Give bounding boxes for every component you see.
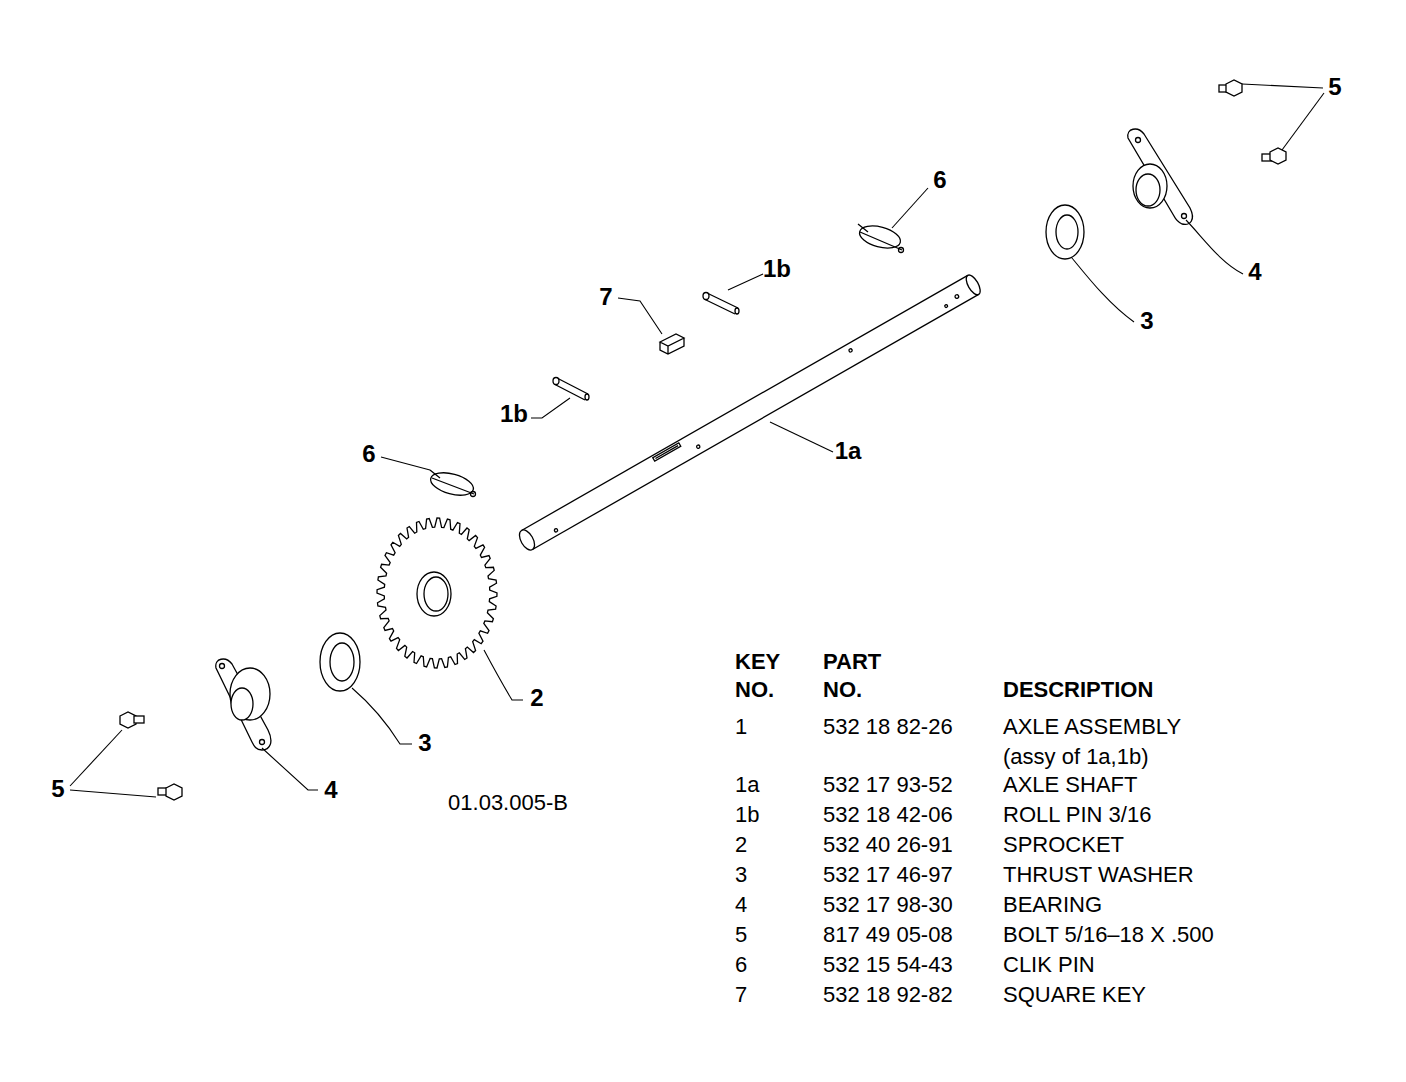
bolt: [120, 712, 144, 728]
table-cell: 7: [735, 980, 747, 1010]
bolt: [1262, 148, 1286, 164]
table-cell: ROLL PIN 3/16: [1003, 800, 1151, 830]
callout-number: 4: [324, 775, 337, 805]
table-cell: SPROCKET: [1003, 830, 1124, 860]
table-cell: BEARING: [1003, 890, 1102, 920]
bearing: [1128, 129, 1193, 224]
drawing-id: 01.03.005-B: [448, 788, 568, 818]
table-cell: BOLT 5/16–18 X .500: [1003, 920, 1214, 950]
bolt: [1219, 80, 1242, 96]
sprocket-bore: [424, 577, 448, 611]
callout-number: 4: [1248, 257, 1261, 287]
table-cell: 1b: [735, 800, 759, 830]
axle-shaft: [516, 273, 983, 553]
table-header: DESCRIPTION: [1003, 676, 1153, 704]
callout-number: 2: [530, 683, 543, 713]
table-cell: 532 18 82-26: [823, 712, 953, 742]
table-cell: 532 17 93-52: [823, 770, 953, 800]
table-header: KEY NO.: [735, 648, 797, 704]
sprocket: [377, 518, 497, 668]
table-cell: 532 40 26-91: [823, 830, 953, 860]
callout-number: 5: [1328, 72, 1341, 102]
thrust-washer: [320, 633, 360, 691]
callout-number: 3: [1140, 306, 1153, 336]
table-cell: 4: [735, 890, 747, 920]
table-cell: 532 18 92-82: [823, 980, 953, 1010]
bearing: [216, 659, 271, 750]
table-cell: 2: [735, 830, 747, 860]
leader-line: [70, 84, 1324, 797]
callout-number: 3: [418, 728, 431, 758]
table-cell: CLIK PIN: [1003, 950, 1095, 980]
table-cell: AXLE SHAFT: [1003, 770, 1137, 800]
table-cell: 817 49 05-08: [823, 920, 953, 950]
clik-pin: [428, 469, 476, 500]
roll-pin: [553, 378, 589, 401]
table-cell: 1: [735, 712, 747, 742]
table-cell: 532 17 46-97: [823, 860, 953, 890]
clik-pin: [857, 222, 903, 253]
table-header: PART NO.: [823, 648, 895, 704]
table-cell: THRUST WASHER: [1003, 860, 1194, 890]
callout-number: 6: [362, 439, 375, 469]
callout-number: 5: [51, 774, 64, 804]
table-cell: 532 17 98-30: [823, 890, 953, 920]
callout-number: 1b: [763, 254, 791, 284]
table-cell: 3: [735, 860, 747, 890]
callout-number: 1a: [835, 436, 862, 466]
callout-number: 7: [599, 282, 612, 312]
table-cell: 5: [735, 920, 747, 950]
table-cell: SQUARE KEY: [1003, 980, 1146, 1010]
bolt: [158, 784, 182, 800]
table-cell: 532 18 42-06: [823, 800, 953, 830]
callout-number: 1b: [500, 399, 528, 429]
table-cell: 532 15 54-43: [823, 950, 953, 980]
callout-number: 6: [933, 165, 946, 195]
square-key: [660, 334, 684, 354]
table-cell: AXLE ASSEMBLY (assy of 1a,1b): [1003, 712, 1235, 772]
table-cell: 1a: [735, 770, 759, 800]
thrust-washer: [1046, 205, 1084, 259]
roll-pin: [703, 293, 739, 315]
table-cell: 6: [735, 950, 747, 980]
sprocket-hub: [417, 572, 451, 616]
